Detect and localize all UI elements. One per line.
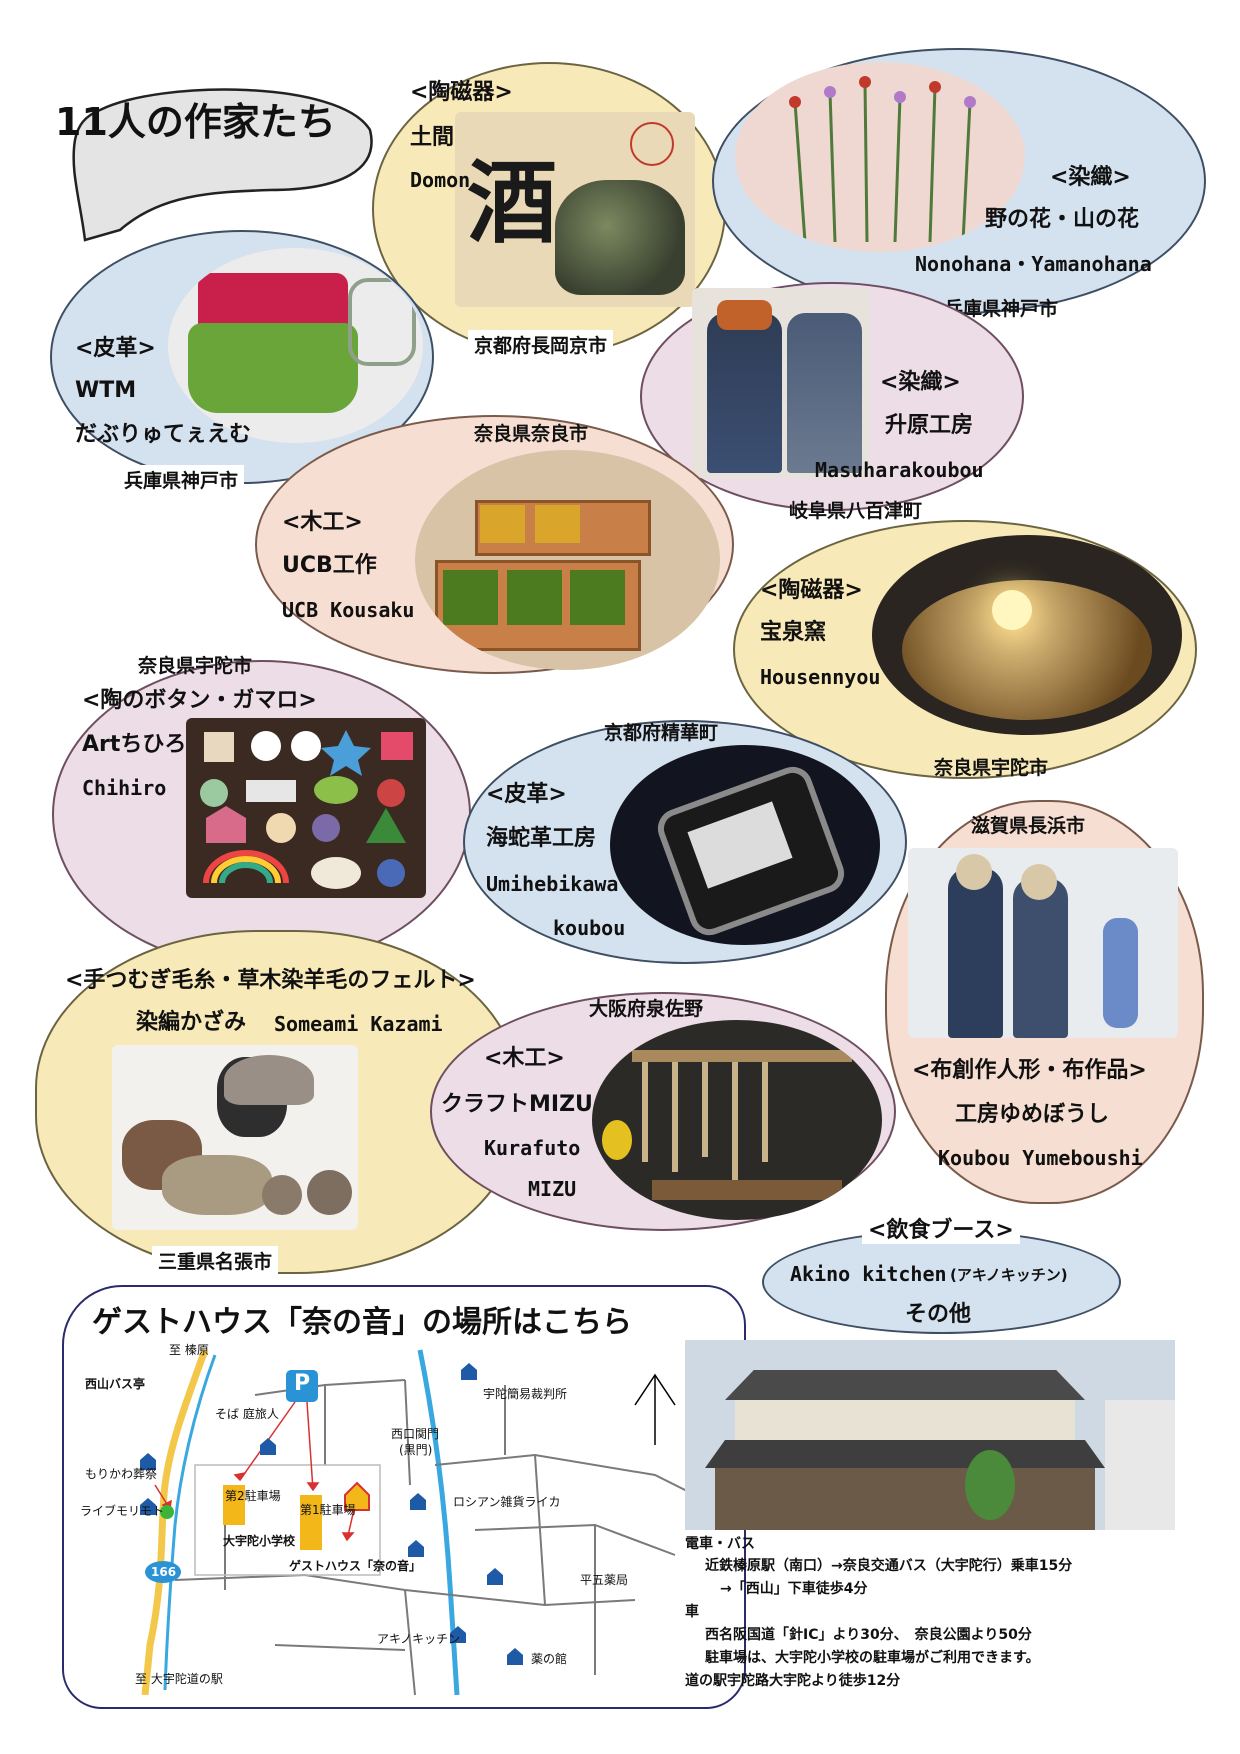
masuhara-name-en: Masuharakoubou [815, 458, 984, 482]
someami-name-ja: 染編かざみ [136, 1010, 247, 1035]
wtm-photo [168, 248, 423, 443]
map-label-nishiyama-bus: 西山バス亭 [85, 1377, 146, 1391]
someami-category: <手つむぎ毛糸・草木染羊毛のフェルト> [65, 968, 476, 993]
yumeboushi-category: <布創作人形・布作品> [912, 1058, 1147, 1083]
housen-name-ja: 宝泉窯 [760, 620, 827, 645]
map-label-uda-court: 宇陀簡易裁判所 [483, 1387, 568, 1401]
access-train-line1: 近鉄榛原駅（南口）→奈良交通バス（大宇陀行）乗車15分 [705, 1558, 1073, 1574]
mizu-name-ja: クラフトMIZU [441, 1092, 593, 1117]
ucb-location: 奈良県奈良市 [474, 423, 589, 445]
access-car-heading: 車 [685, 1604, 699, 1620]
map-label-parking2: 第2駐車場 [225, 1489, 281, 1503]
wtm-name-ja: WTM [75, 378, 137, 403]
map: 至 榛原 西山バス亭 そば 庭旅人 宇陀簡易裁判所 西口関門 (黒門) もりかわ… [75, 1343, 735, 1696]
nonohana-category: <染織> [1050, 165, 1131, 190]
map-route-166: 166 [151, 1565, 177, 1579]
chihiro-location: 奈良県宇陀市 [138, 655, 253, 677]
map-label-hirago: 平五薬局 [580, 1573, 629, 1587]
masuhara-name-ja: 升原工房 [885, 413, 974, 438]
map-label-livemori: ライブモリモト [80, 1504, 165, 1518]
map-title: ゲストハウス「奈の音」の場所はこちら [92, 1305, 632, 1340]
food-booth-card [762, 1230, 1121, 1334]
map-label-soba: そば 庭旅人 [215, 1407, 279, 1421]
access-train-line2: →「西山」下車徒歩4分 [720, 1581, 868, 1597]
nonohana-location: 兵庫県神戸市 [944, 298, 1059, 320]
domon-name-ja: 土間 [410, 125, 455, 150]
food-booth-line2: その他 [905, 1302, 972, 1327]
map-label-parking1: 第1駐車場 [300, 1503, 356, 1517]
someami-photo [112, 1045, 358, 1230]
umihebi-name-ja: 海蛇革工房 [486, 826, 597, 851]
page-title: 11人の作家たち [55, 100, 336, 144]
ucb-name-en: UCB Kousaku [282, 598, 415, 622]
map-label-morikawa: もりかわ葬祭 [85, 1467, 158, 1481]
wtm-name-en: だぶりゅてぇえむ [75, 422, 252, 447]
yumeboushi-name-en: Koubou Yumeboushi [938, 1146, 1143, 1170]
access-car-line2: 駐車場は、大宇陀小学校の駐車場がご利用できます。 [705, 1650, 1040, 1666]
umihebi-location: 京都府精華町 [604, 722, 719, 744]
umihebi-name-en-2: koubou [553, 916, 626, 940]
chihiro-name-ja: Artちひろ [82, 732, 187, 757]
map-label-russian: ロシアン雑貨ライカ [453, 1495, 561, 1509]
masuhara-photo [692, 288, 870, 478]
chihiro-photo [186, 718, 426, 898]
wtm-location: 兵庫県神戸市 [118, 465, 245, 494]
map-label-nishiguchi: 西口関門 [391, 1427, 440, 1441]
mizu-location: 大阪府泉佐野 [589, 998, 704, 1020]
access-walk: 道の駅宇陀路大宇陀より徒歩12分 [685, 1673, 901, 1689]
housen-location: 奈良県宇陀市 [934, 757, 1049, 779]
map-label-akino: アキノキッチン [377, 1632, 461, 1646]
chihiro-name-en: Chihiro [82, 776, 167, 800]
someami-location: 三重県名張市 [152, 1246, 279, 1275]
masuhara-category: <染織> [880, 370, 961, 395]
nonohana-name-ja: 野の花・山の花 [985, 207, 1140, 232]
domon-location: 京都府長岡京市 [468, 330, 614, 359]
access-car-line1: 西名阪国道「針IC」より30分、 奈良公園より50分 [705, 1627, 1032, 1643]
map-label-to-michinoeki: 至 大宇陀道の駅 [135, 1672, 223, 1686]
umihebi-category: <皮革> [486, 782, 567, 807]
food-booth-title: <飲食ブース> [862, 1218, 1020, 1245]
guesthouse-photo [685, 1340, 1175, 1530]
masuhara-location: 岐阜県八百津町 [789, 500, 923, 522]
umihebi-photo [610, 745, 880, 945]
access-train-heading: 電車・バス [685, 1536, 755, 1552]
nonohana-name-en: Nonohana・Yamanohana [915, 252, 1152, 276]
map-section [62, 1285, 746, 1709]
mizu-name-en-2: MIZU [528, 1177, 577, 1201]
someami-name-en: Someami Kazami [274, 1012, 443, 1036]
map-label-guesthouse: ゲストハウス「奈の音」 [289, 1559, 422, 1573]
yumeboushi-name-ja: 工房ゆめぼうし [955, 1102, 1110, 1127]
map-label-school: 大宇陀小学校 [223, 1534, 296, 1548]
domon-name-en: Domon [410, 168, 471, 192]
chihiro-category: <陶のボタン・ガマロ> [82, 688, 317, 713]
nonohana-photo [735, 62, 1025, 252]
ucb-photo [415, 450, 720, 670]
housen-category: <陶磁器> [760, 578, 863, 603]
title-bubble: 11人の作家たち [40, 80, 380, 250]
domon-category: <陶磁器> [410, 80, 513, 105]
parking-p-icon: P [294, 1371, 311, 1396]
yumeboushi-photo [908, 848, 1178, 1038]
housen-name-en: Housennyou [760, 665, 881, 689]
food-booth-line1-small: (アキノキッチン) [950, 1266, 1068, 1284]
map-label-to-haibara: 至 榛原 [169, 1343, 209, 1357]
food-booth-line1: Akino kitchen [790, 1262, 947, 1286]
yumeboushi-location: 滋賀県長浜市 [971, 815, 1086, 837]
mizu-photo [592, 1020, 882, 1220]
mizu-category: <木工> [484, 1046, 565, 1071]
umihebi-name-en-1: Umihebikawa [486, 872, 619, 896]
housen-photo [872, 535, 1182, 735]
domon-photo: 酒 [455, 112, 695, 307]
map-label-kusuri: 薬の館 [531, 1652, 568, 1666]
wtm-category: <皮革> [75, 336, 156, 361]
map-label-kuromon: (黒門) [399, 1443, 433, 1457]
mizu-name-en-1: Kurafuto [484, 1136, 581, 1160]
ucb-name-ja: UCB工作 [282, 553, 377, 578]
ucb-category: <木工> [282, 510, 363, 535]
